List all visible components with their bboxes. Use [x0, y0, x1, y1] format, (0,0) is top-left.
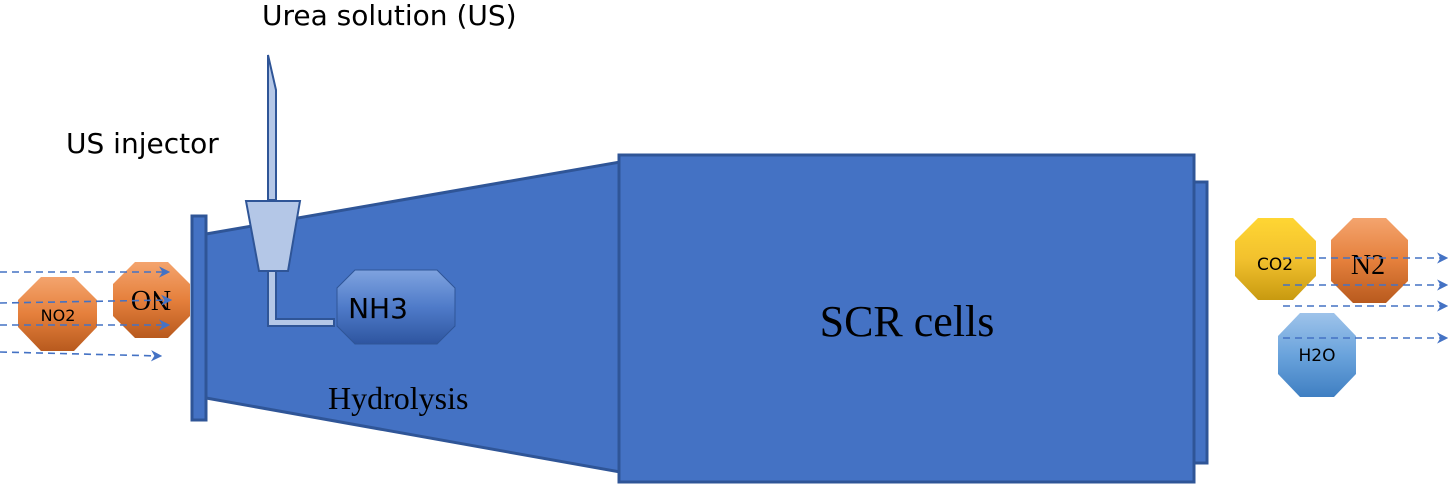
n2-molecule: N2: [1331, 218, 1408, 303]
urea-solution-label: Urea solution (US): [262, 0, 517, 32]
scr-cells-label: SCR cells: [820, 297, 995, 346]
nh3-molecule: NH3: [336, 269, 456, 345]
no2-label: NO2: [41, 306, 76, 325]
h2o-label: H2O: [1299, 346, 1336, 366]
nh3-label: NH3: [348, 292, 408, 325]
injector-feed-pipe: [267, 54, 277, 201]
scr-cells-body: [617, 153, 1196, 484]
us-injector-label: US injector: [66, 127, 219, 160]
no-molecule: NO: [113, 262, 190, 338]
no-label: NO: [131, 284, 171, 315]
inlet-flange: [190, 214, 208, 422]
h2o-molecule: H2O: [1278, 313, 1356, 397]
n2-label: N2: [1351, 250, 1385, 281]
hydrolysis-label: Hydrolysis: [328, 380, 468, 416]
co2-molecule: CO2: [1235, 218, 1316, 300]
co2-label: CO2: [1257, 255, 1293, 275]
injector-outlet-pipe: [267, 270, 335, 327]
outlet-flange: [1192, 180, 1209, 465]
injector-nozzle: [244, 200, 302, 272]
inlet-flow-arrows: [0, 266, 173, 362]
outlet-flow-arrows: [1283, 252, 1449, 344]
no2-molecule: NO2: [18, 277, 97, 351]
